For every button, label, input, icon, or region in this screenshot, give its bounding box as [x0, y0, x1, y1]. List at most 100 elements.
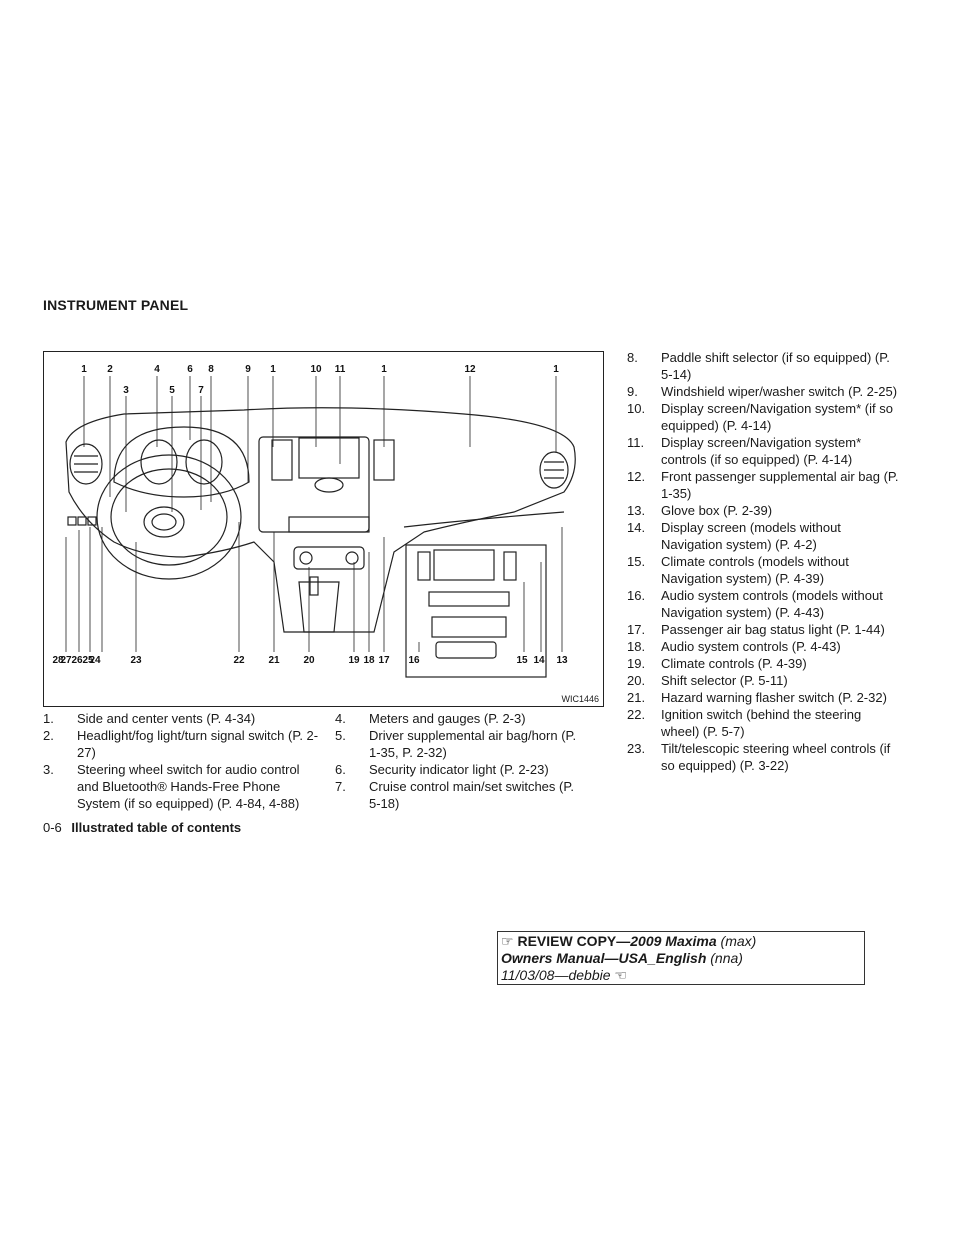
callout-number: 7 [198, 385, 204, 396]
legend-item-text: Driver supplemental air bag/horn (P. 1-3… [369, 728, 577, 760]
legend-list-column-1: 1.Side and center vents (P. 4-34)2.Headl… [43, 710, 323, 812]
legend-item-number: 7. [335, 779, 346, 794]
legend-item-number: 11. [627, 435, 645, 450]
legend-item-text: Windshield wiper/washer switch (P. 2-25) [661, 384, 898, 399]
legend-item-number: 9. [627, 384, 638, 399]
callout-number: 28 [52, 655, 64, 666]
callout-number: 2 [107, 364, 113, 375]
legend-item: 7.Cruise control main/set switches (P. 5… [335, 778, 580, 812]
legend-item-text: Paddle shift selector (if so equipped) (… [661, 350, 890, 382]
legend-item: 5. Driver supplemental air bag/horn (P. 1… [335, 727, 580, 761]
callout-number: 20 [303, 655, 315, 666]
callout-number: 19 [348, 655, 360, 666]
left-vent [69, 443, 103, 485]
right-vent [539, 451, 569, 489]
legend-item-number: 13. [627, 503, 646, 518]
callout-number: 27 [60, 655, 72, 666]
legend-item: 8. Paddle shift selector (if so equipped)… [627, 349, 902, 383]
page-footer: 0-6 Illustrated table of contents [43, 820, 241, 835]
review-manual-code: (nna) [710, 950, 743, 966]
callout-number: 25 [82, 655, 94, 666]
legend-item-number: 1. [43, 711, 54, 726]
callout-number: 13 [556, 655, 568, 666]
legend-item: 13. Glove box (P. 2-39) [627, 502, 902, 519]
legend-item-text: Glove box (P. 2-39) [661, 503, 773, 518]
legend-item: 14. Display screen (models without Naviga… [627, 519, 902, 553]
review-line-2: Owners Manual—USA_English (nna) [501, 950, 861, 967]
review-model-code: (max) [720, 933, 757, 949]
legend-item: 15. Climate controls (models without Navi… [627, 553, 902, 587]
legend-item-number: 6. [335, 762, 346, 777]
legend-item-number: 22. [627, 707, 646, 722]
callout-number: 1 [381, 364, 387, 375]
callouts-second: 3 5 7 [123, 385, 204, 396]
callout-number: 1 [553, 364, 559, 375]
legend-item-number: 5. [335, 728, 346, 743]
legend-item-number: 12. [627, 469, 646, 484]
legend-item-text: Headlight/fog light/turn signal switch (… [77, 728, 319, 760]
legend-item-text: Passenger air bag status light (P. 1-44) [661, 622, 885, 637]
legend-item-number: 14. [627, 520, 646, 535]
legend-item: 6. Security indicator light (P. 2-23) [335, 761, 580, 778]
legend-item-text: Audio system controls (P. 4-43) [661, 639, 841, 654]
pointing-hand-right-icon: ☞ [501, 933, 514, 949]
footer-title: Illustrated table of contents [71, 820, 242, 835]
legend-item-text: Display screen (models without Navigatio… [661, 520, 841, 552]
legend-item: 23.Tilt/telescopic steering wheel contro… [627, 740, 902, 774]
legend-item-number: 19. [627, 656, 646, 671]
legend-item-text: Display screen/Navigation system* (if so… [661, 401, 893, 433]
legend-item: 21.Hazard warning flasher switch (P. 2-3… [627, 689, 902, 706]
legend-item: 2. Headlight/fog light/turn signal switch… [43, 727, 323, 761]
legend-item: 18. Audio system controls (P. 4-43) [627, 638, 902, 655]
legend-item-number: 15. [627, 554, 646, 569]
legend-item: 22.Ignition switch (behind the steering … [627, 706, 902, 740]
legend-item: 20.Shift selector (P. 5-11) [627, 672, 902, 689]
legend-item: 16.Audio system controls (models without… [627, 587, 902, 621]
legend-item-number: 18. [627, 639, 646, 654]
legend-item: 12.Front passenger supplemental air bag … [627, 468, 902, 502]
legend-item-text: Security indicator light (P. 2-23) [369, 762, 549, 777]
review-model: 2009 Maxima [630, 933, 717, 949]
section-title: INSTRUMENT PANEL [43, 297, 189, 313]
review-copy-box: ☞ REVIEW COPY—2009 Maxima (max) Owners M… [497, 931, 865, 985]
callout-number: 14 [533, 655, 545, 666]
callout-number: 8 [208, 364, 214, 375]
callout-number: 23 [130, 655, 142, 666]
legend-item: 17.Passenger air bag status light (P. 1-… [627, 621, 902, 638]
review-manual: Owners Manual—USA_English [501, 950, 707, 966]
legend-item: 4.Meters and gauges (P. 2-3) [335, 710, 580, 727]
callout-number: 26 [71, 655, 83, 666]
callout-number: 10 [310, 364, 322, 375]
legend-item-text: Climate controls (P. 4-39) [661, 656, 807, 671]
pointing-hand-left-icon: ☜ [614, 967, 627, 983]
meter-cluster [113, 426, 250, 498]
figure-code: WIC1446 [561, 694, 599, 704]
review-label: REVIEW COPY— [517, 933, 631, 949]
callout-number: 15 [516, 655, 528, 666]
callout-number: 11 [335, 364, 346, 375]
callout-number: 3 [123, 385, 129, 396]
legend-item-number: 10. [627, 401, 646, 416]
page-number: 0-6 [43, 820, 62, 835]
shift-selector [298, 581, 340, 633]
review-line-3: 11/03/08—debbie ☜ [501, 967, 861, 984]
callout-number: 1 [270, 364, 276, 375]
legend-item-text: Climate controls (models without Navigat… [661, 554, 849, 586]
legend-item-text: Hazard warning flasher switch (P. 2-32) [661, 690, 887, 705]
legend-item-text: Display screen/Navigation system* contro… [661, 435, 862, 467]
callout-number: 12 [464, 364, 476, 375]
legend-item-number: 4. [335, 711, 346, 726]
dash-outline [65, 407, 576, 633]
legend-item-number: 23. [627, 741, 646, 756]
legend-item: 10. Display screen/Navigation system* (if… [627, 400, 902, 434]
legend-item-number: 8. [627, 350, 638, 365]
legend-list-column-2: 4.Meters and gauges (P. 2-3)5. Driver sup… [335, 710, 580, 812]
callout-number: 1 [81, 364, 87, 375]
legend-item-number: 2. [43, 728, 54, 743]
legend-item: 19. Climate controls (P. 4-39) [627, 655, 902, 672]
callout-number: 5 [169, 385, 175, 396]
legend-item: 9. Windshield wiper/washer switch (P. 2-2… [627, 383, 902, 400]
